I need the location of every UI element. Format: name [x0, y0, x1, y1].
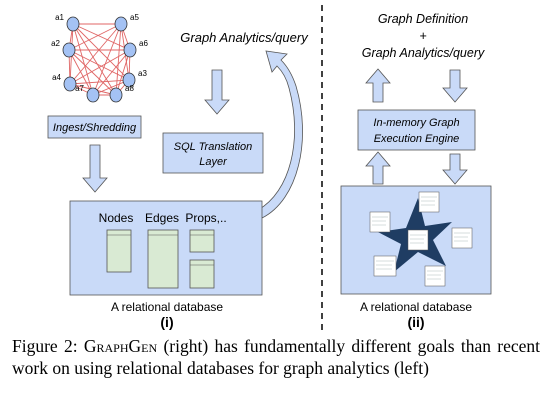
graph-edge: [92, 49, 131, 96]
props-table-2: [189, 259, 215, 289]
figure-canvas: a1 a5 a2 a6 a4 a3 a7 a8 Ingest/Shredding Graph …: [47, 5, 492, 330]
ingest-down-arrow: [82, 144, 108, 193]
graph-edge: [115, 23, 122, 96]
right-title-line3: Graph Analytics/query: [362, 46, 485, 60]
query-down-arrow: [204, 69, 230, 115]
right-down-arrow-bottom: [442, 153, 468, 185]
graph-node-label: a8: [125, 84, 134, 93]
graph-edge: [68, 49, 130, 81]
caption-system-name: GraphGen: [83, 336, 158, 356]
graph-node-a5: [114, 16, 128, 32]
graph-node-a2: [62, 42, 76, 58]
caption-prefix: Figure 2:: [12, 336, 84, 356]
graph-node-a3: [122, 72, 136, 88]
graph-edge: [69, 79, 130, 85]
ingest-box: [47, 115, 142, 139]
props-table-1: [189, 229, 215, 253]
schema-table-right: [451, 227, 473, 249]
graph-edge: [69, 23, 122, 85]
graph-nodes: a1 a5 a2 a6 a4 a3 a7 a8: [51, 13, 148, 103]
panel-id-left: (i): [160, 314, 173, 330]
query-label-left: Graph Analytics/query: [180, 30, 309, 45]
nodes-table: [106, 229, 132, 273]
right-title-line2: +: [419, 29, 426, 43]
engine-label-line1: In-memory Graph: [373, 117, 459, 129]
graph-node-a8: [109, 87, 123, 103]
right-title-line1: Graph Definition: [378, 12, 468, 26]
sql-label-line2: Layer: [199, 156, 228, 168]
sql-label-line1: SQL Translation: [174, 141, 252, 153]
schema-table-bottom-right: [424, 265, 446, 287]
table-label-nodes: Nodes: [99, 211, 134, 225]
edges-table: [147, 229, 179, 289]
graph-edge: [68, 23, 122, 51]
caption-text: (right) has fundamentally different goal…: [12, 336, 540, 378]
execution-engine-box: [357, 109, 476, 151]
db-label-right: A relational database: [360, 300, 472, 314]
graph-edge: [69, 49, 131, 85]
schema-table-bottom-left: [373, 255, 397, 277]
graph-node-a7: [86, 87, 100, 103]
schema-table-top-left: [369, 211, 391, 233]
table-label-props: Props,..: [185, 211, 226, 225]
graph-node-label: a1: [55, 13, 64, 22]
sql-translation-box: [162, 132, 264, 174]
right-up-arrow-bottom: [365, 151, 391, 185]
graph-edge: [72, 23, 130, 81]
graph-edge: [72, 23, 117, 96]
graph-edge: [72, 23, 131, 51]
figure-caption: Figure 2: GraphGen (right) has fundament…: [12, 335, 540, 379]
curved-return-arrow: [257, 50, 303, 219]
graph-edge: [72, 23, 94, 96]
graph-node-label: a6: [139, 39, 148, 48]
graph-node-a6: [123, 42, 137, 58]
schema-center-table: [407, 229, 429, 251]
graph-edge: [115, 49, 131, 96]
graph-node-label: a5: [130, 13, 139, 22]
right-down-arrow-top: [442, 69, 468, 103]
graph-node-label: a2: [51, 39, 60, 48]
graph-node-a1: [66, 16, 80, 32]
schema-table-top-right: [418, 191, 440, 213]
graph-node-label: a3: [138, 69, 147, 78]
ingest-label: Ingest/Shredding: [53, 122, 137, 134]
graph-node-label: a4: [52, 73, 61, 82]
right-up-arrow-top: [365, 68, 391, 103]
graph-node-label: a7: [75, 84, 84, 93]
panel-id-right: (ii): [407, 314, 424, 330]
db-label-left: A relational database: [111, 300, 223, 314]
graph-node-a4: [63, 76, 77, 92]
table-label-edges: Edges: [145, 211, 179, 225]
graph-edge: [68, 49, 94, 96]
engine-label-line2: Execution Engine: [374, 133, 460, 145]
graph-edge: [68, 49, 117, 96]
schema-star-diagram: [369, 191, 473, 287]
graph-edge: [92, 23, 122, 96]
